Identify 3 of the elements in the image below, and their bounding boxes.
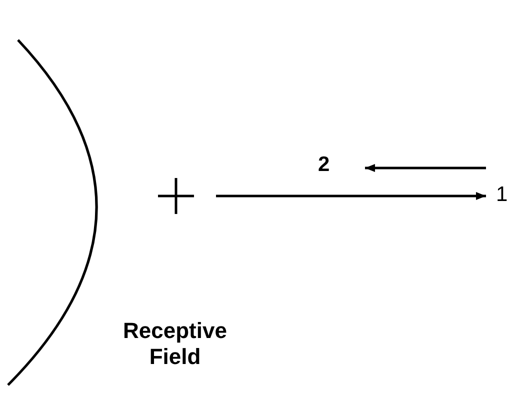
arrow-number: 1 <box>496 183 508 207</box>
arrow-number: 2 <box>318 153 330 177</box>
field-label: Receptive Field <box>122 318 228 370</box>
